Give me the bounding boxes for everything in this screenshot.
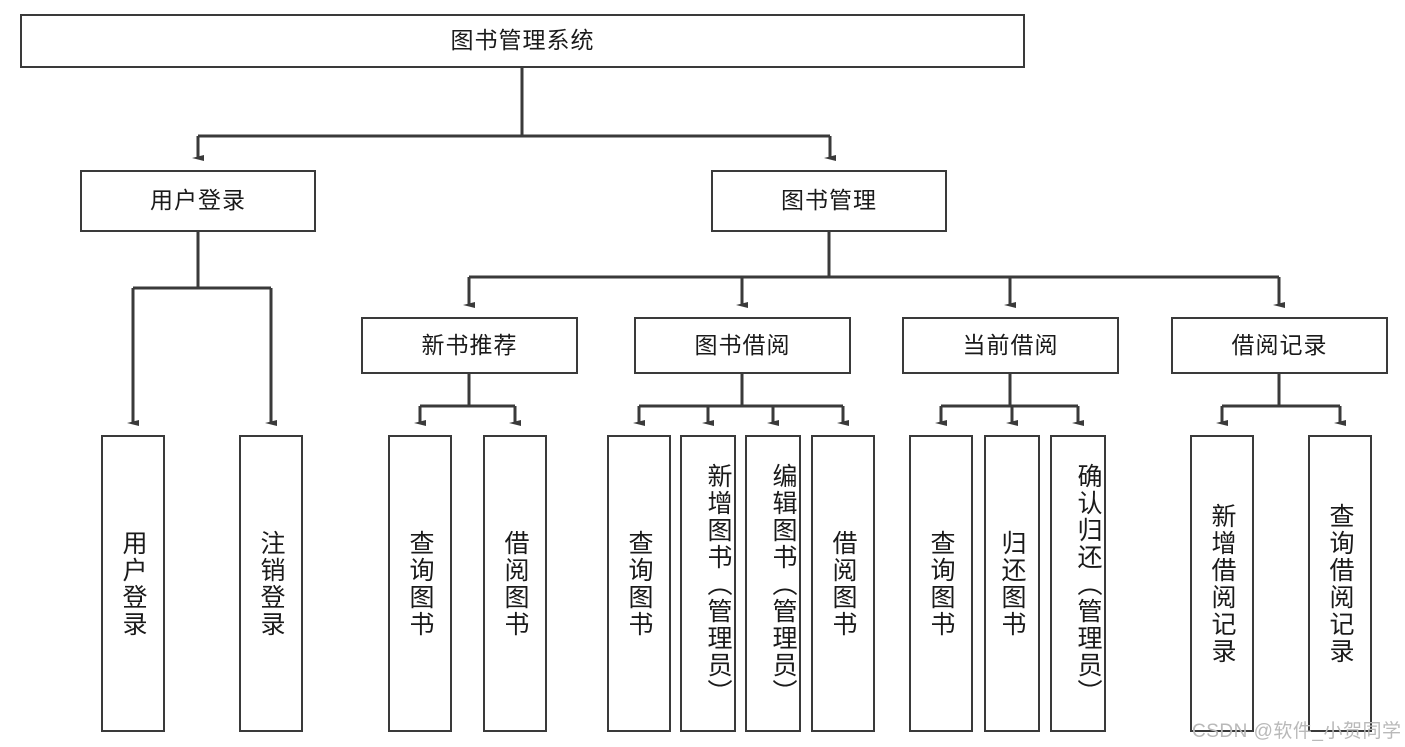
node-book-manage[interactable]: 图书管理 <box>711 170 947 232</box>
leaf-borrow-book[interactable]: 借阅图书 <box>811 435 875 732</box>
node-new-book-recommend[interactable]: 新书推荐 <box>361 317 578 374</box>
leaf-query-book-recommend[interactable]: 查询图书 <box>388 435 452 732</box>
leaf-confirm-return-admin[interactable]: 确认归还（管理员） <box>1050 435 1106 732</box>
leaf-return-book[interactable]: 归还图书 <box>984 435 1040 732</box>
leaf-query-book-current[interactable]: 查询图书 <box>909 435 973 732</box>
leaf-logout[interactable]: 注销登录 <box>239 435 303 732</box>
node-user-login[interactable]: 用户登录 <box>80 170 316 232</box>
leaf-user-login[interactable]: 用户登录 <box>101 435 165 732</box>
node-root[interactable]: 图书管理系统 <box>20 14 1025 68</box>
node-book-borrow[interactable]: 图书借阅 <box>634 317 851 374</box>
leaf-query-book-borrow[interactable]: 查询图书 <box>607 435 671 732</box>
node-borrow-record[interactable]: 借阅记录 <box>1171 317 1388 374</box>
leaf-borrow-book-recommend[interactable]: 借阅图书 <box>483 435 547 732</box>
leaf-add-borrow-record[interactable]: 新增借阅记录 <box>1190 435 1254 732</box>
leaf-query-borrow-record[interactable]: 查询借阅记录 <box>1308 435 1372 732</box>
csdn-watermark: CSDN @软件_小贺同学 <box>1192 721 1402 742</box>
leaf-edit-book-admin[interactable]: 编辑图书（管理员） <box>745 435 801 732</box>
leaf-add-book-admin[interactable]: 新增图书（管理员） <box>680 435 736 732</box>
node-current-borrow[interactable]: 当前借阅 <box>902 317 1119 374</box>
